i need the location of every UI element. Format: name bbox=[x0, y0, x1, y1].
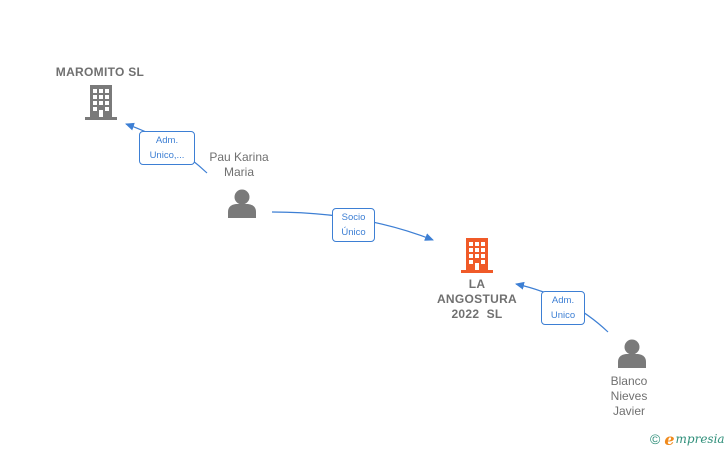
edge-label-line: Unico bbox=[550, 310, 576, 321]
company-name-line: 2022 SL bbox=[451, 307, 503, 321]
edge-label-line: Unico,... bbox=[149, 150, 185, 161]
edge-label-socio-unico[interactable]: Socio Único bbox=[332, 208, 375, 242]
edge-label-adm-unico-angostura[interactable]: Adm. Unico bbox=[541, 291, 585, 325]
brand-initial: e bbox=[664, 429, 675, 449]
person-name-line: Blanco bbox=[610, 374, 648, 388]
edge-label-adm-unico-maromito[interactable]: Adm. Unico,... bbox=[139, 131, 195, 165]
empresia-watermark: © e mpresia bbox=[650, 429, 725, 449]
person-name-line: Maria bbox=[223, 165, 254, 179]
node-label-blanco[interactable]: Blanco Nieves Javier bbox=[589, 374, 669, 419]
building-icon[interactable] bbox=[460, 237, 494, 273]
copyright-symbol: © bbox=[650, 431, 661, 447]
edge-label-line: Socio bbox=[341, 212, 366, 223]
company-name: MAROMITO SL bbox=[55, 65, 145, 79]
node-label-pau[interactable]: Pau Karina Maria bbox=[189, 150, 289, 180]
person-icon[interactable] bbox=[616, 339, 648, 369]
person-name-line: Nieves bbox=[610, 389, 648, 403]
person-icon[interactable] bbox=[226, 189, 258, 219]
node-label-angostura[interactable]: LA ANGOSTURA 2022 SL bbox=[417, 277, 537, 322]
edge-label-line: Adm. bbox=[155, 135, 179, 146]
person-name-line: Pau Karina bbox=[209, 150, 269, 164]
brand-name: mpresia bbox=[675, 432, 725, 446]
company-name-line: ANGOSTURA bbox=[436, 292, 518, 306]
edge-label-line: Adm. bbox=[551, 295, 575, 306]
edge-label-line: Único bbox=[341, 227, 366, 238]
person-name-line: Javier bbox=[612, 404, 645, 418]
building-icon[interactable] bbox=[84, 84, 118, 120]
node-label-maromito[interactable]: MAROMITO SL bbox=[40, 65, 160, 80]
company-name-line: LA bbox=[468, 277, 486, 291]
